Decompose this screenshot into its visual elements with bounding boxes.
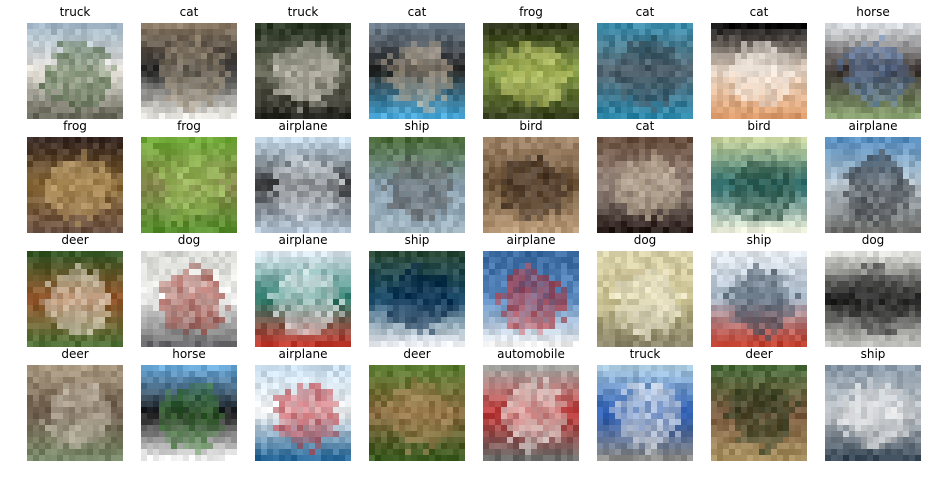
photo-pixels: [27, 137, 123, 233]
photo-pixels: [141, 23, 237, 119]
photo-pixels: [27, 365, 123, 461]
image-label: truck: [59, 5, 91, 19]
photo-pixels: [597, 251, 693, 347]
photo-pixels: [27, 23, 123, 119]
image-label: frog: [63, 119, 87, 133]
image-label: cat: [635, 5, 655, 19]
photo-pixels: [141, 251, 237, 347]
thumbnail-image: [141, 137, 237, 233]
image-label: ship: [404, 119, 430, 133]
photo-pixels: [27, 251, 123, 347]
thumbnail-image: [141, 251, 237, 347]
thumbnail-image: [597, 251, 693, 347]
image-label: dog: [633, 233, 657, 247]
photo-pixels: [369, 365, 465, 461]
image-label: airplane: [278, 233, 328, 247]
image-label: cat: [407, 5, 427, 19]
image-label: horse: [856, 5, 890, 19]
thumbnail-image: [27, 365, 123, 461]
image-label: ship: [860, 347, 886, 361]
thumbnail-image: [825, 23, 921, 119]
image-label: ship: [746, 233, 772, 247]
photo-pixels: [141, 365, 237, 461]
image-label: dog: [861, 233, 885, 247]
thumbnail-image: [825, 137, 921, 233]
photo-pixels: [369, 137, 465, 233]
thumbnail-image: [255, 365, 351, 461]
image-label: airplane: [278, 119, 328, 133]
photo-pixels: [711, 23, 807, 119]
image-label: dog: [177, 233, 201, 247]
photo-pixels: [255, 251, 351, 347]
photo-pixels: [483, 23, 579, 119]
photo-pixels: [825, 251, 921, 347]
thumbnail-image: [27, 251, 123, 347]
thumbnail-image: [711, 23, 807, 119]
photo-pixels: [255, 365, 351, 461]
photo-pixels: [483, 365, 579, 461]
image-label: cat: [179, 5, 199, 19]
thumbnail-image: [825, 365, 921, 461]
photo-pixels: [825, 137, 921, 233]
photo-pixels: [597, 365, 693, 461]
image-label: truck: [629, 347, 661, 361]
photo-pixels: [825, 365, 921, 461]
thumbnail-image: [255, 137, 351, 233]
photo-pixels: [369, 251, 465, 347]
photo-pixels: [711, 137, 807, 233]
thumbnail-image: [141, 23, 237, 119]
image-label: cat: [635, 119, 655, 133]
image-label: cat: [749, 5, 769, 19]
thumbnail-image: [597, 137, 693, 233]
photo-pixels: [597, 23, 693, 119]
thumbnail-image: [141, 365, 237, 461]
image-label: airplane: [506, 233, 556, 247]
image-label: airplane: [278, 347, 328, 361]
thumbnail-image: [597, 365, 693, 461]
thumbnail-image: [711, 365, 807, 461]
photo-pixels: [483, 137, 579, 233]
thumbnail-image: [27, 137, 123, 233]
photo-pixels: [255, 137, 351, 233]
thumbnail-image: [483, 365, 579, 461]
photo-pixels: [711, 365, 807, 461]
image-label: frog: [519, 5, 543, 19]
thumbnail-image: [369, 137, 465, 233]
photo-pixels: [825, 23, 921, 119]
thumbnail-image: [711, 251, 807, 347]
thumbnail-image: [483, 23, 579, 119]
thumbnail-image: [711, 137, 807, 233]
image-label: deer: [403, 347, 431, 361]
image-label: automobile: [497, 347, 565, 361]
image-label: deer: [61, 233, 89, 247]
photo-pixels: [711, 251, 807, 347]
image-label: airplane: [848, 119, 898, 133]
image-label: deer: [61, 347, 89, 361]
thumbnail-image: [369, 251, 465, 347]
thumbnail-image: [369, 365, 465, 461]
thumbnail-image: [483, 251, 579, 347]
image-label: ship: [404, 233, 430, 247]
photo-pixels: [597, 137, 693, 233]
image-label: bird: [519, 119, 543, 133]
thumbnail-image: [483, 137, 579, 233]
photo-pixels: [483, 251, 579, 347]
image-label: deer: [745, 347, 773, 361]
image-label: horse: [172, 347, 206, 361]
image-label: truck: [287, 5, 319, 19]
image-label: frog: [177, 119, 201, 133]
thumbnail-image: [27, 23, 123, 119]
thumbnail-image: [369, 23, 465, 119]
thumbnail-image: [255, 23, 351, 119]
photo-pixels: [369, 23, 465, 119]
thumbnail-image: [255, 251, 351, 347]
photo-pixels: [141, 137, 237, 233]
image-label: bird: [747, 119, 771, 133]
thumbnail-image: [825, 251, 921, 347]
thumbnail-image: [597, 23, 693, 119]
photo-pixels: [255, 23, 351, 119]
